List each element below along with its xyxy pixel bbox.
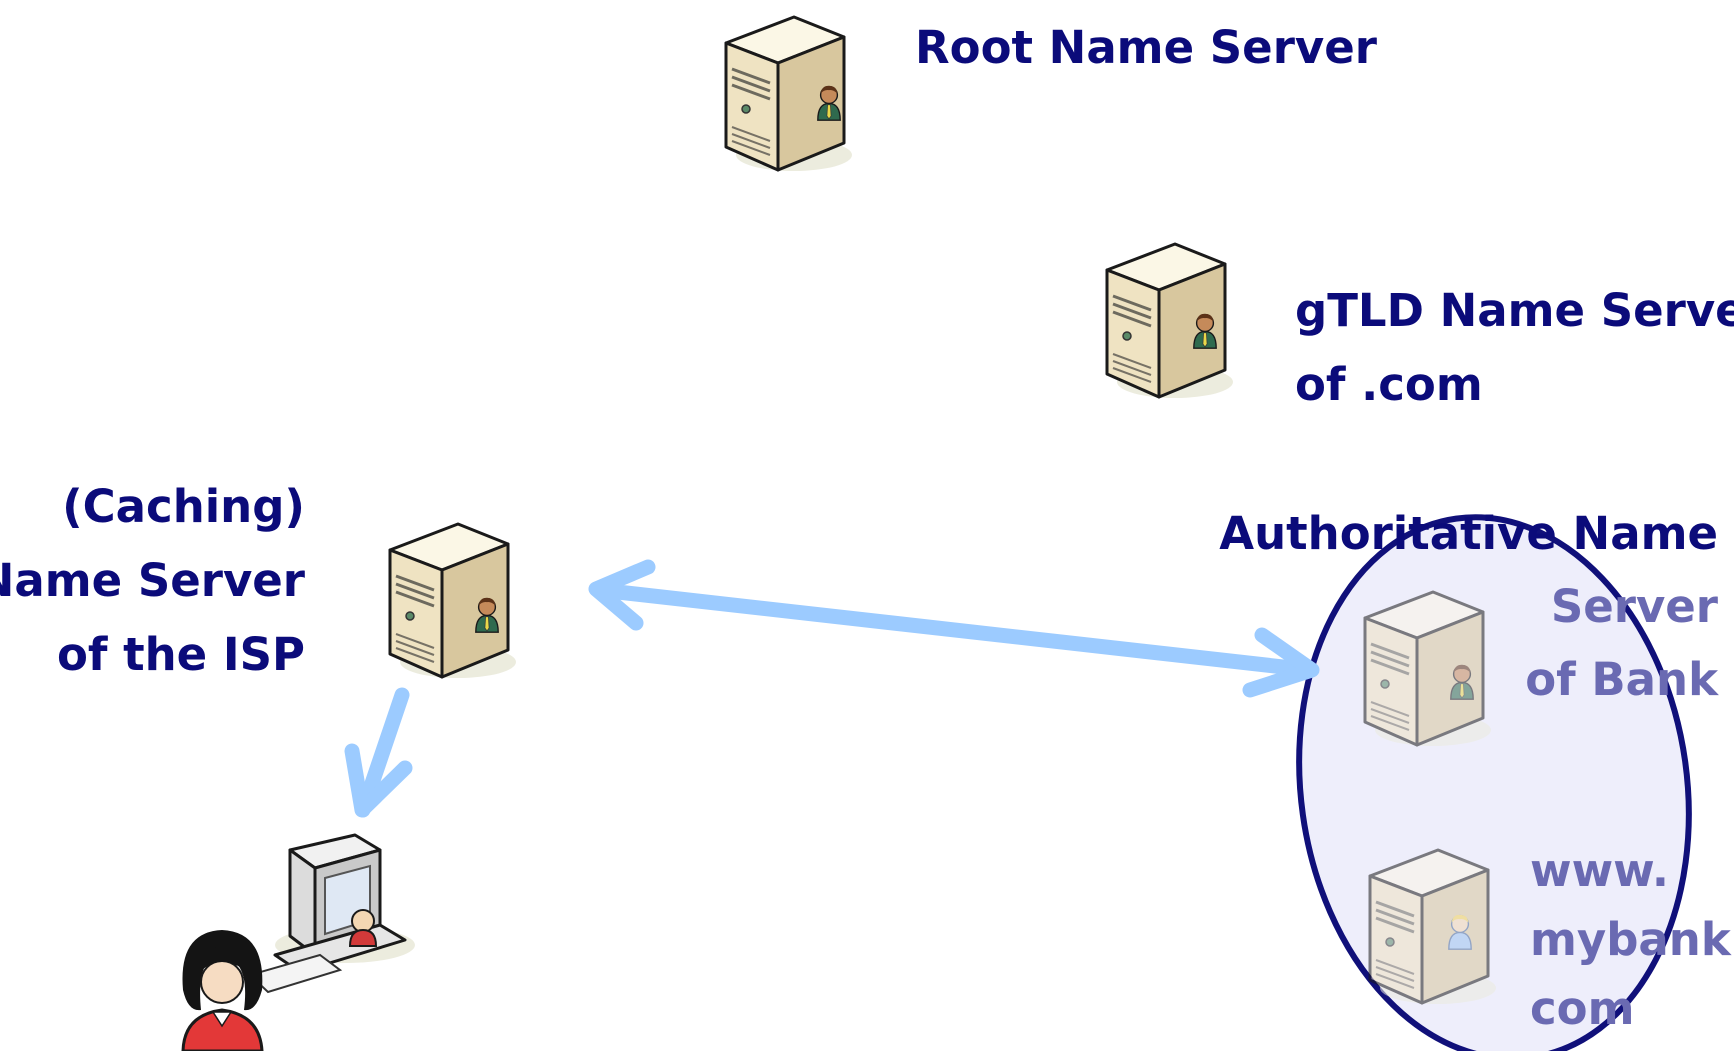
webserver-label-line2: mybank. bbox=[1530, 913, 1734, 966]
server-icon bbox=[1363, 590, 1493, 748]
gtld-label-line1: gTLD Name Server bbox=[1295, 284, 1734, 337]
authoritative-label-line1: Authoritative Name bbox=[1219, 507, 1718, 560]
root-name-server: Root Name Server bbox=[724, 15, 1378, 173]
authoritative-label-line3: of Bank bbox=[1525, 653, 1719, 706]
server-icon bbox=[1105, 242, 1235, 400]
webserver-label-line1: www. bbox=[1530, 844, 1669, 897]
isp-label-line2: Name Server bbox=[0, 554, 306, 607]
webserver-label-line3: com bbox=[1530, 982, 1634, 1035]
gtld-label-line2: of .com bbox=[1295, 358, 1483, 411]
arrow-isp-authoritative bbox=[588, 559, 1320, 698]
isp-caching-name-server: (Caching) Name Server of the ISP bbox=[0, 480, 518, 681]
isp-label-line3: of the ISP bbox=[57, 628, 305, 681]
client-user-computer bbox=[181, 833, 415, 1051]
authoritative-name-server: Authoritative Name Server of Bank bbox=[1219, 507, 1719, 748]
arrow-isp-client bbox=[344, 687, 413, 818]
web-server-mybank: www. mybank. com bbox=[1368, 844, 1734, 1035]
server-icon bbox=[1368, 848, 1498, 1006]
root-name-server-label: Root Name Server bbox=[915, 21, 1378, 74]
isp-label-line1: (Caching) bbox=[62, 480, 305, 533]
authoritative-zone bbox=[1296, 514, 1692, 1051]
server-icon bbox=[388, 522, 518, 680]
gtld-name-server: gTLD Name Server of .com bbox=[1105, 242, 1734, 411]
authoritative-label-line2: Server bbox=[1551, 580, 1719, 633]
